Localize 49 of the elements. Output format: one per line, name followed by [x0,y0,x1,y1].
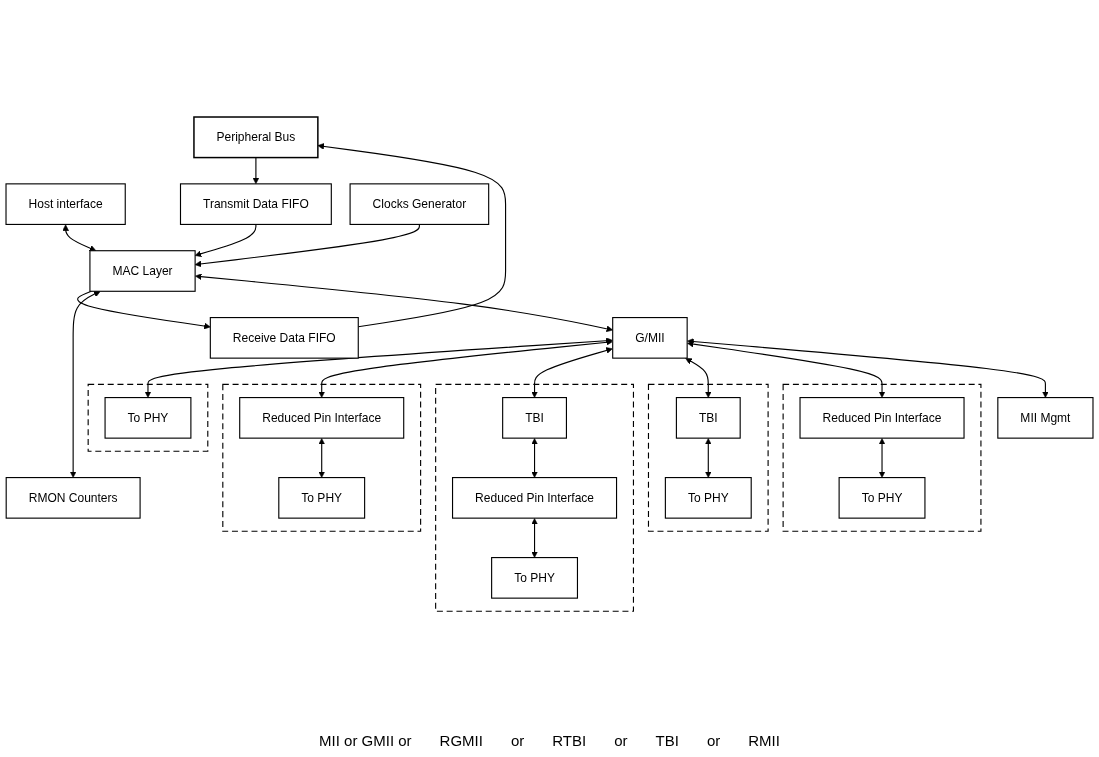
node-box: Receive Data FIFO [209,316,359,359]
interface-label: MII or GMII or [319,732,412,749]
node-box: RMON Counters [5,476,141,519]
node-box: To PHY [491,556,579,599]
arrow [878,438,886,478]
interface-label: or [510,732,525,749]
arrow [685,357,712,398]
cluster [435,383,634,612]
node-box: MII Mgmt [997,396,1094,439]
node-box: TBI [675,396,741,439]
interface-label: RGMII [439,732,483,749]
arrow [317,142,507,328]
arrow [62,224,97,252]
node-box: Reduced Pin Interface [799,396,965,439]
arrow [195,273,613,332]
node-box: Transmit Data FIFO [179,183,332,225]
interface-label: RTBI [552,732,587,749]
interface-label: TBI [655,732,679,749]
arrow [687,340,886,398]
node-box: Reduced Pin Interface [239,396,405,439]
arrow [69,290,101,478]
arrow [77,290,211,330]
arrow [318,438,325,478]
node-box: G/MII [612,316,688,359]
arrow [531,438,538,478]
interface-label: RMII [748,732,780,749]
node-box: To PHY [664,476,752,519]
interface-label: or [706,732,721,749]
cluster [87,383,209,452]
arrow [531,347,613,398]
node-box: To PHY [104,396,192,439]
node-box: To PHY [838,476,926,519]
arrow [318,338,613,398]
node-box: Host interface [5,183,126,225]
arrow [252,156,260,184]
cluster [647,383,769,532]
interface-label: or [614,732,628,749]
node-box: MAC Layer [89,250,196,292]
arrow [687,338,1049,398]
node-box: Clocks Generator [349,183,490,225]
cluster [222,383,422,532]
arrow [144,337,613,398]
node-box: Peripheral Bus [193,116,319,159]
cluster [782,383,982,532]
arrow [705,438,712,478]
node-box: Reduced Pin Interface [451,476,618,519]
node-box: TBI [502,396,567,439]
arrow [531,518,538,558]
node-box: To PHY [278,476,366,519]
